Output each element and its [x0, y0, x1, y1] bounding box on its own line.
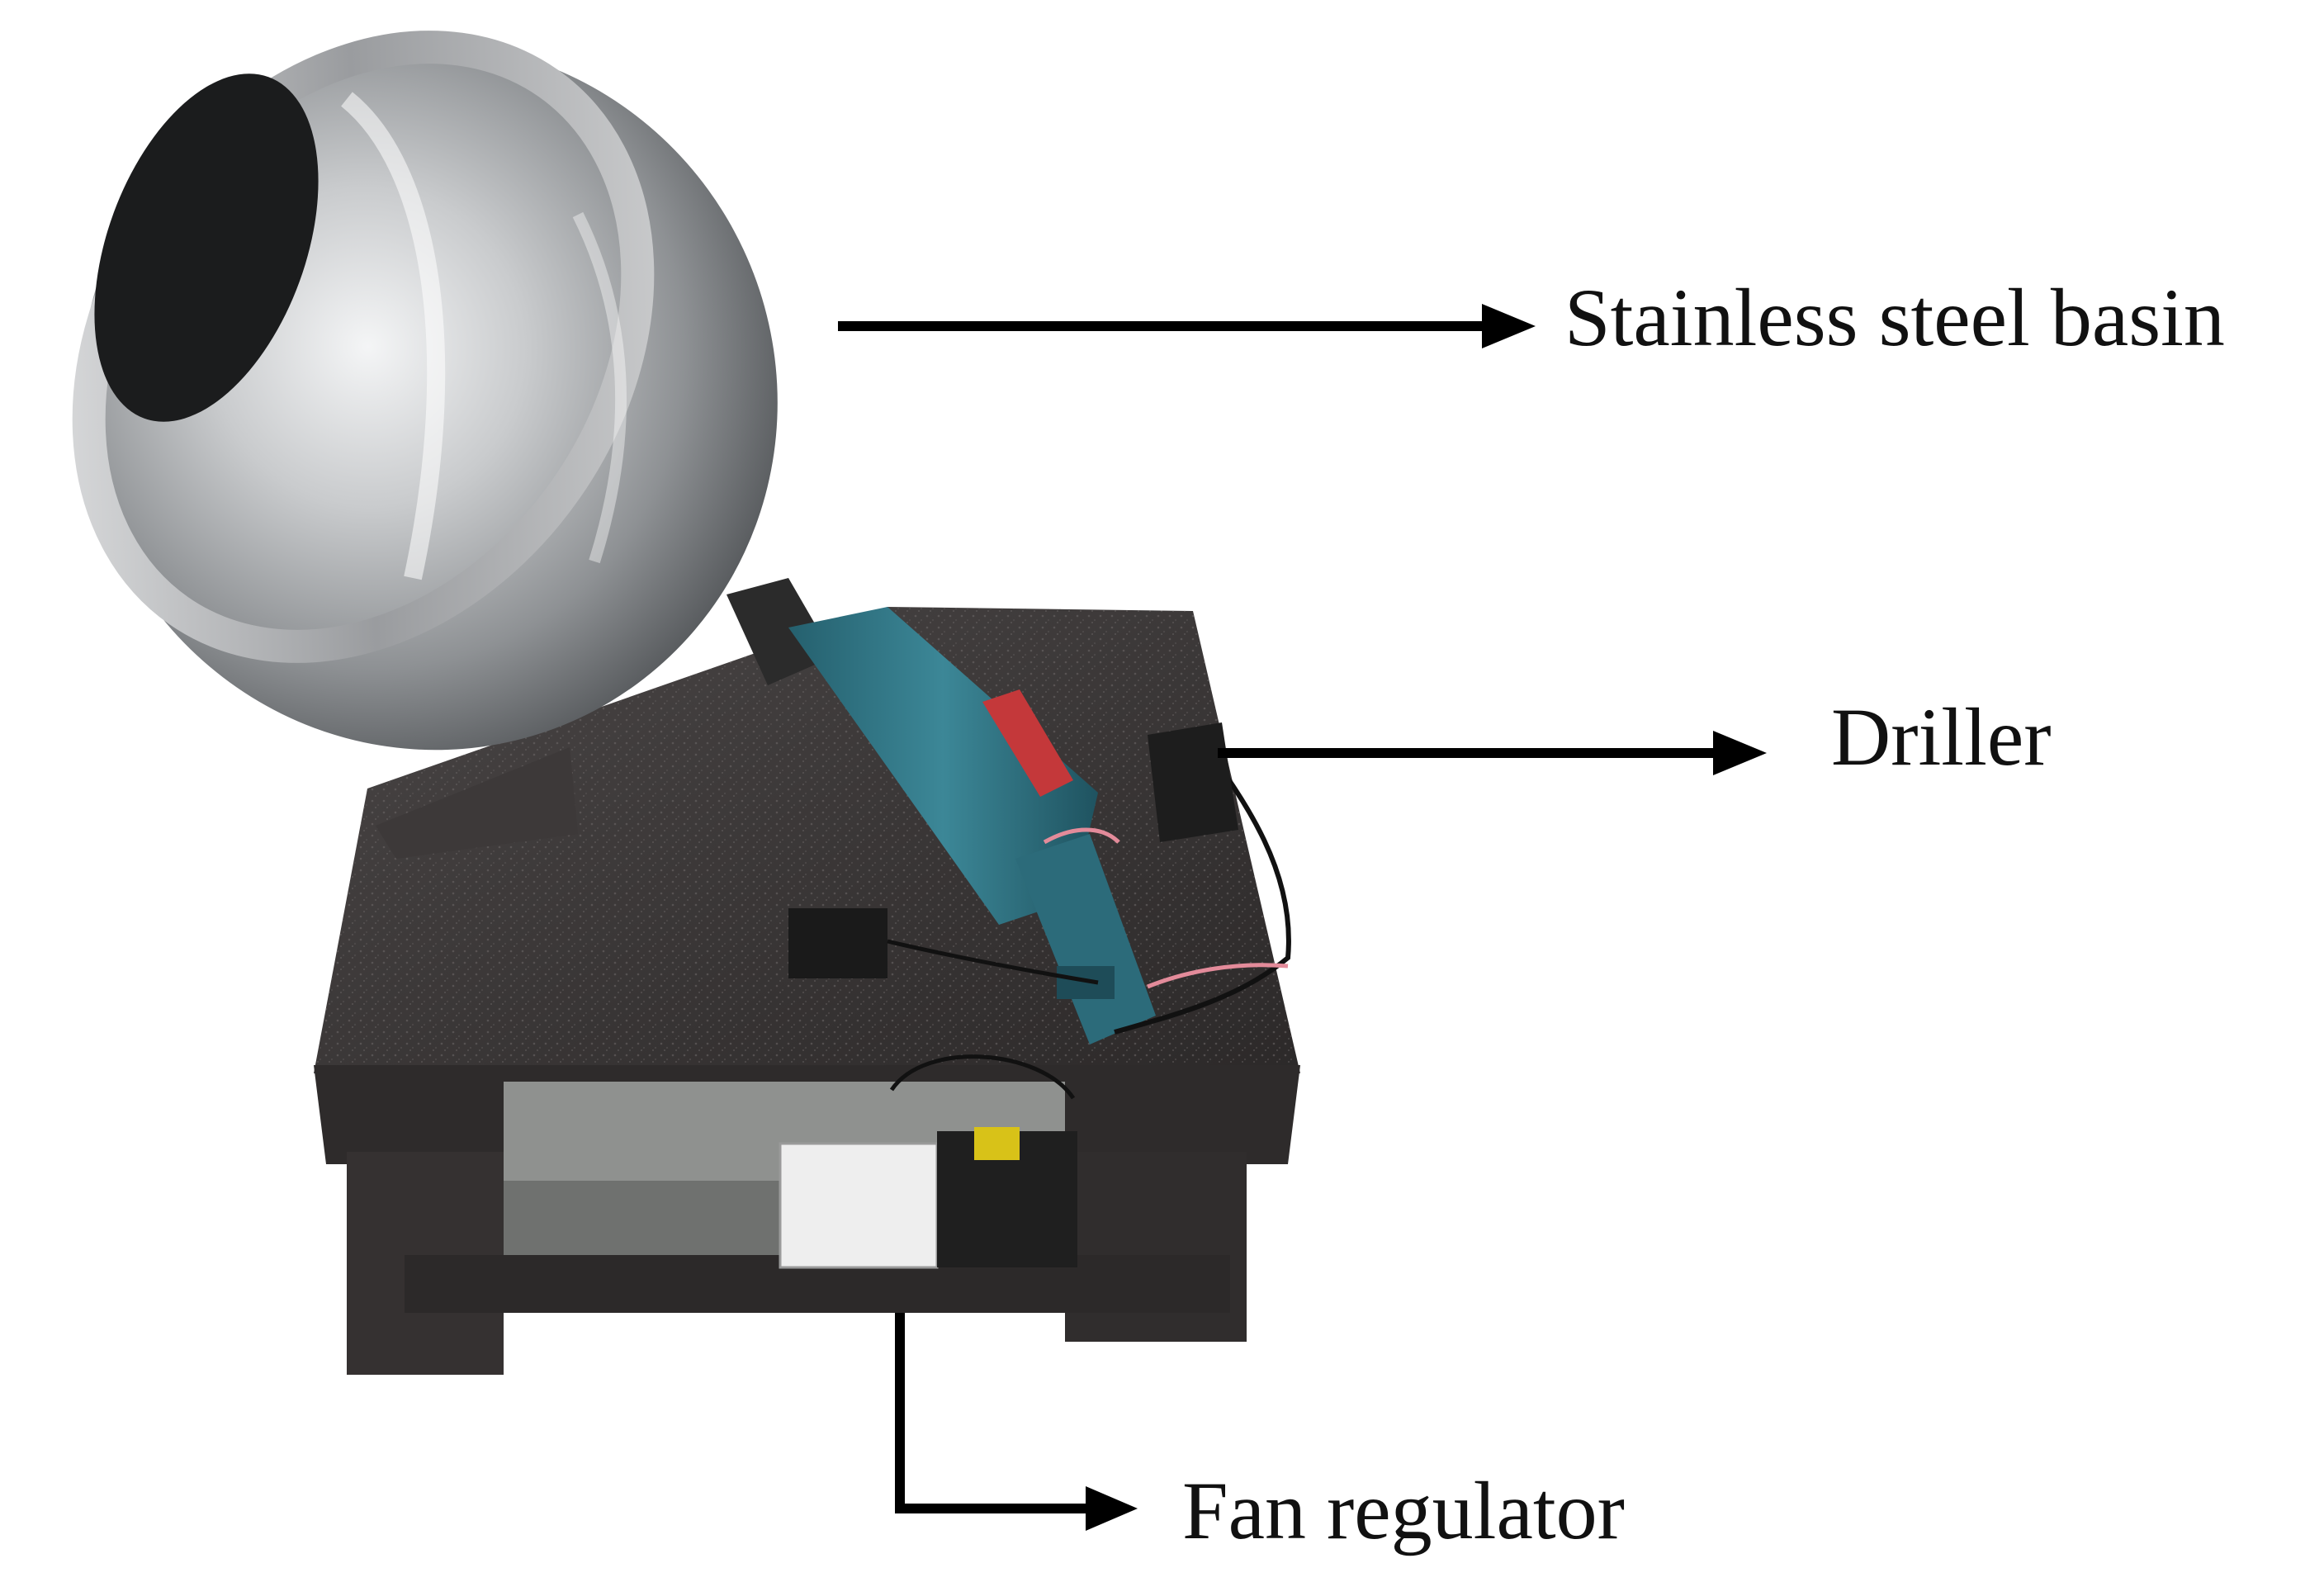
- label-stainless-steel-basin: Stainless steel basin: [1564, 272, 2225, 363]
- drill-body: [788, 607, 1098, 925]
- arrow-fan-regulator: [895, 1313, 1138, 1531]
- stand-leg-right: [1065, 1152, 1247, 1342]
- stainless-steel-basin: [72, 31, 778, 751]
- label-driller: Driller: [1831, 691, 2052, 783]
- arrow-driller: [1218, 731, 1767, 775]
- fan-regulator-device: [779, 1054, 1077, 1269]
- arrow-basin: [838, 304, 1536, 348]
- drill-handle: [1015, 834, 1156, 1044]
- drill: [727, 578, 1291, 1044]
- label-fan-regulator: Fan regulator: [1182, 1465, 1625, 1556]
- basin-opening: [94, 73, 319, 422]
